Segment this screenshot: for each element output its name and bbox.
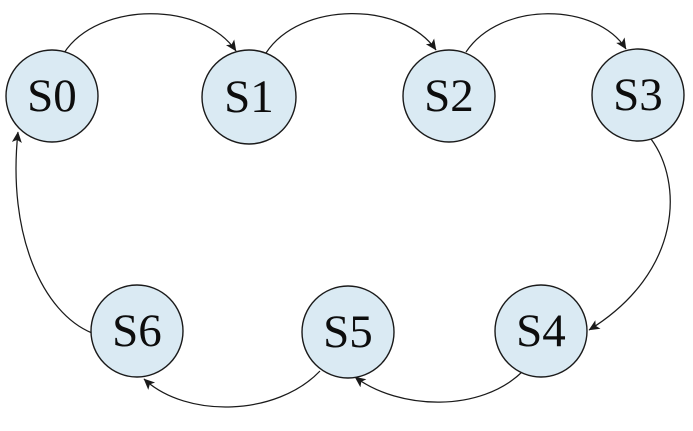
- state-label-s4: S4: [516, 305, 566, 357]
- edge-s6-to-s0: [11, 131, 93, 334]
- node-s4: S4: [494, 284, 588, 378]
- state-label-s2: S2: [424, 70, 474, 122]
- edge-s3-to-s4: [588, 138, 671, 331]
- state-label-s0: S0: [27, 70, 77, 122]
- node-s2: S2: [402, 49, 496, 143]
- state-circle-s5: [301, 285, 395, 379]
- edge-s5-to-s6: [143, 370, 321, 408]
- state-circle-s6: [90, 284, 184, 378]
- state-circle-s1: [201, 49, 297, 145]
- node-s5: S5: [301, 285, 395, 379]
- state-label-s1: S1: [224, 71, 274, 123]
- node-s6: S6: [90, 284, 184, 378]
- state-circle-s0: [5, 49, 99, 143]
- node-s1: S1: [201, 49, 297, 145]
- edge-s2-to-s3: [465, 13, 627, 53]
- state-circle-s2: [402, 49, 496, 143]
- state-label-s6: S6: [112, 305, 162, 357]
- edge-s4-to-s5: [354, 370, 524, 403]
- node-s0: S0: [5, 49, 99, 143]
- edge-s0-to-s1: [63, 13, 237, 54]
- edge-s1-to-s2: [265, 13, 437, 54]
- state-circle-s4: [494, 284, 588, 378]
- state-label-s5: S5: [323, 306, 373, 358]
- state-circle-s3: [591, 48, 685, 142]
- state-label-s3: S3: [613, 69, 663, 121]
- edges: [11, 13, 671, 408]
- node-s3: S3: [591, 48, 685, 142]
